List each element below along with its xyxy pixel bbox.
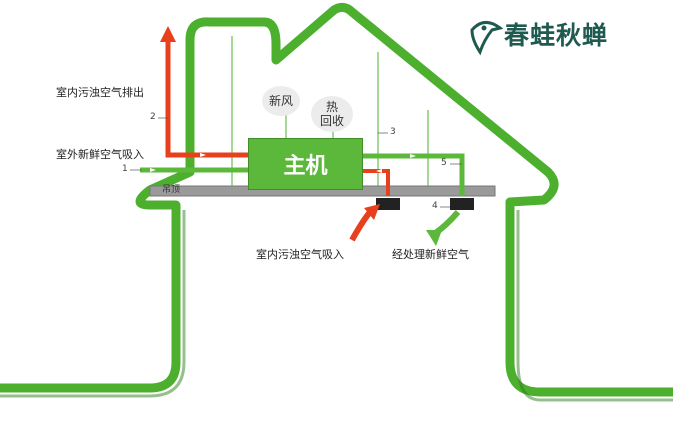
- marker-3: 3: [390, 127, 396, 137]
- ceiling-label: 吊顶: [162, 185, 181, 195]
- number-leaders: [130, 117, 462, 208]
- heat-recovery-line2: 回收: [319, 114, 344, 128]
- fresh-air-bubble: 新风: [262, 86, 300, 116]
- heat-recovery-bubble-text: 热 回收: [320, 100, 344, 128]
- marker-4: 4: [432, 201, 438, 211]
- brand: 春蛙秋蝉: [468, 16, 608, 52]
- support-lines: [231, 36, 429, 186]
- heat-recovery-line1: 热: [325, 100, 338, 114]
- marker-5: 5: [441, 158, 447, 168]
- exhaust-duct: [165, 40, 248, 158]
- house-outline-shadow: [0, 210, 673, 402]
- exhaust-out-label: 室内污浊空气排出: [56, 86, 144, 99]
- host-unit-label: 主机: [283, 154, 328, 179]
- house-outline: [0, 2, 673, 397]
- dirty-air-vent: [376, 198, 400, 210]
- fresh-in-label: 室外新鲜空气吸入: [56, 148, 144, 161]
- indoor-dirty-arrowhead: [364, 204, 380, 220]
- exhaust-arrow: [160, 26, 176, 42]
- indoor-dirty-duct: [361, 169, 390, 196]
- marker-1: 1: [122, 164, 128, 174]
- indoor-dirty-in-label: 室内污浊空气吸入: [256, 248, 344, 261]
- brand-name: 春蛙秋蝉: [504, 21, 609, 50]
- flow-arrows: [150, 153, 416, 173]
- processed-fresh-arrowhead: [426, 230, 442, 246]
- fresh-air-vent: [450, 198, 474, 210]
- indoor-dirty-arrow: [349, 210, 373, 242]
- frog-logo-icon: [470, 21, 504, 56]
- processed-fresh-label: 经处理新鲜空气: [392, 248, 469, 261]
- marker-2: 2: [150, 112, 156, 122]
- fresh-supply-duct: [361, 153, 465, 196]
- heat-recovery-bubble: 热 回收: [311, 96, 353, 132]
- fresh-air-bubble-text: 新风: [268, 94, 293, 108]
- host-unit: 主机: [248, 138, 363, 190]
